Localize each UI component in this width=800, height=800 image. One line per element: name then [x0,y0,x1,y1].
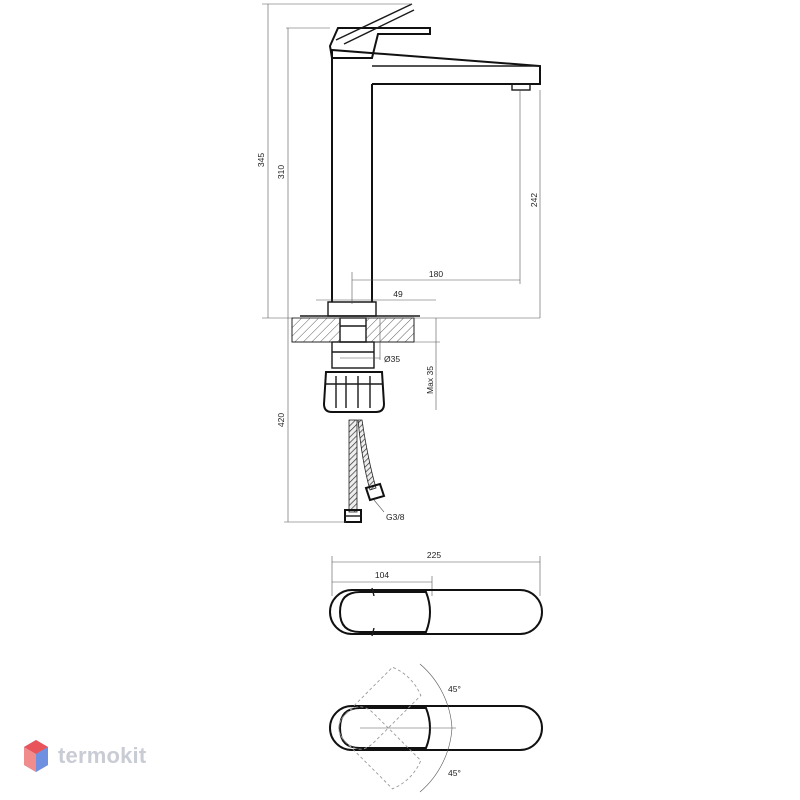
dim-spout-clearance: 242 [529,193,539,207]
dim-top-handle-length: 104 [375,570,389,580]
flexible-hoses [344,419,386,523]
dim-hose-length: 420 [276,413,286,427]
top-view [329,556,543,637]
dim-body-width: 49 [393,289,403,299]
countertop-section [291,317,415,343]
dimension-lines [262,3,541,523]
mounting-kit [322,341,386,413]
faucet-side-view [300,3,541,317]
dim-spout-reach: 180 [429,269,443,279]
dim-top-total-length: 225 [427,550,441,560]
dim-rotation-bottom: 45° [448,768,461,778]
brand-logo: termokit [22,736,146,776]
brand-name: termokit [58,743,147,768]
dim-spout-height: 310 [276,165,286,179]
top-view-rotation [329,663,543,793]
dim-rotation-top: 45° [448,684,461,694]
dim-connection: G3/8 [386,512,405,522]
dim-overall-height: 345 [256,153,266,167]
dim-mount-hole: Ø35 [384,354,400,364]
cube-logo-icon [24,740,48,772]
dim-max-deck: Max 35 [425,366,435,394]
